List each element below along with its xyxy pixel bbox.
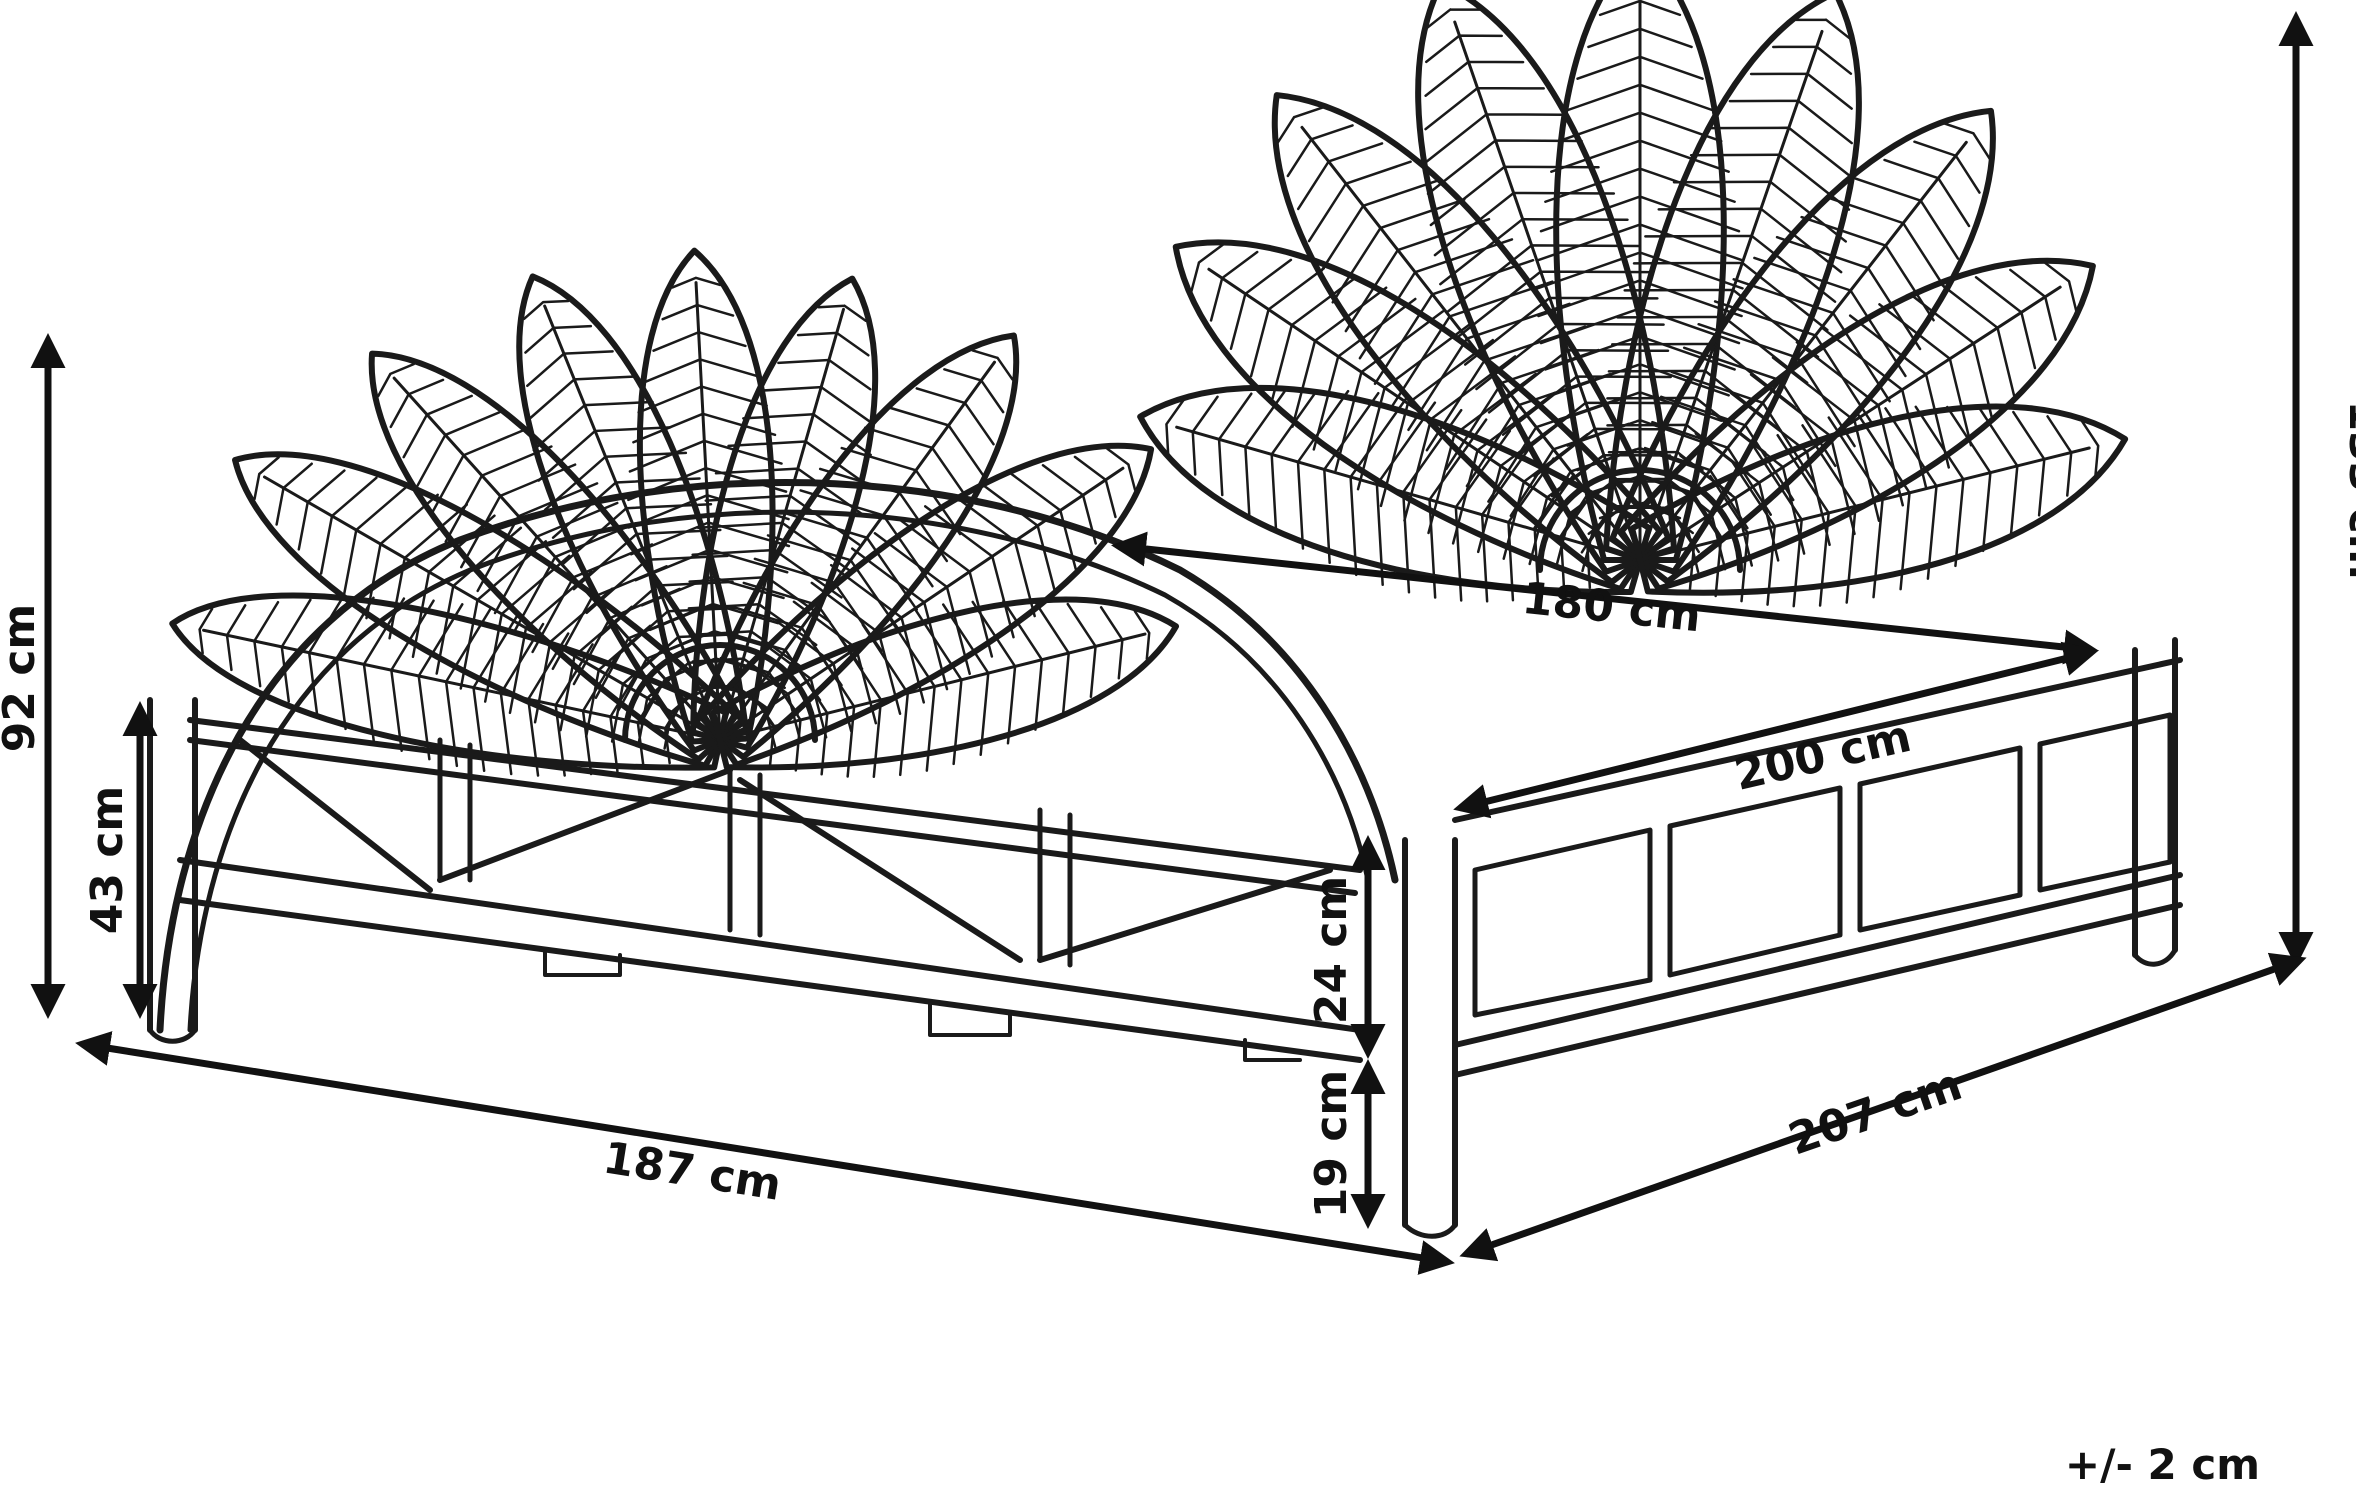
headboard-petal [1415, 0, 1677, 575]
footboard-fan [169, 247, 1180, 778]
clearance-label: 19 cm [1306, 1070, 1357, 1218]
outer-length-label: 207 cm [1782, 1059, 1968, 1166]
bed-frame [147, 479, 2183, 1239]
headboard-petal [1603, 0, 1862, 575]
footboard-hub [622, 642, 818, 743]
headboard-hub [1537, 467, 1743, 573]
headboard-fan [1137, 0, 2129, 608]
outer-length-arrow [1459, 952, 2307, 1262]
bed-illustration [147, 0, 2183, 1239]
outer-width-arrow [75, 1031, 1455, 1275]
footboard-petal [169, 592, 729, 777]
bed-height-label: 43 cm [82, 786, 133, 934]
inner-length-arrow [1453, 641, 2099, 819]
dimension-arrows [30, 11, 2314, 1275]
inner-width-arrow [1111, 531, 2099, 665]
tolerance-note: +/- 2 cm [2064, 1440, 2260, 1489]
inner-length-label: 200 cm [1730, 711, 1916, 801]
dimension-labels: 133 cm 92 cm 43 cm 24 cm 19 cm 180 cm 20… [0, 400, 2356, 1218]
frame-depth-label: 24 cm [1306, 876, 1357, 1024]
foot-height-label: 92 cm [0, 604, 45, 752]
head-height-label: 133 cm [2339, 400, 2356, 579]
